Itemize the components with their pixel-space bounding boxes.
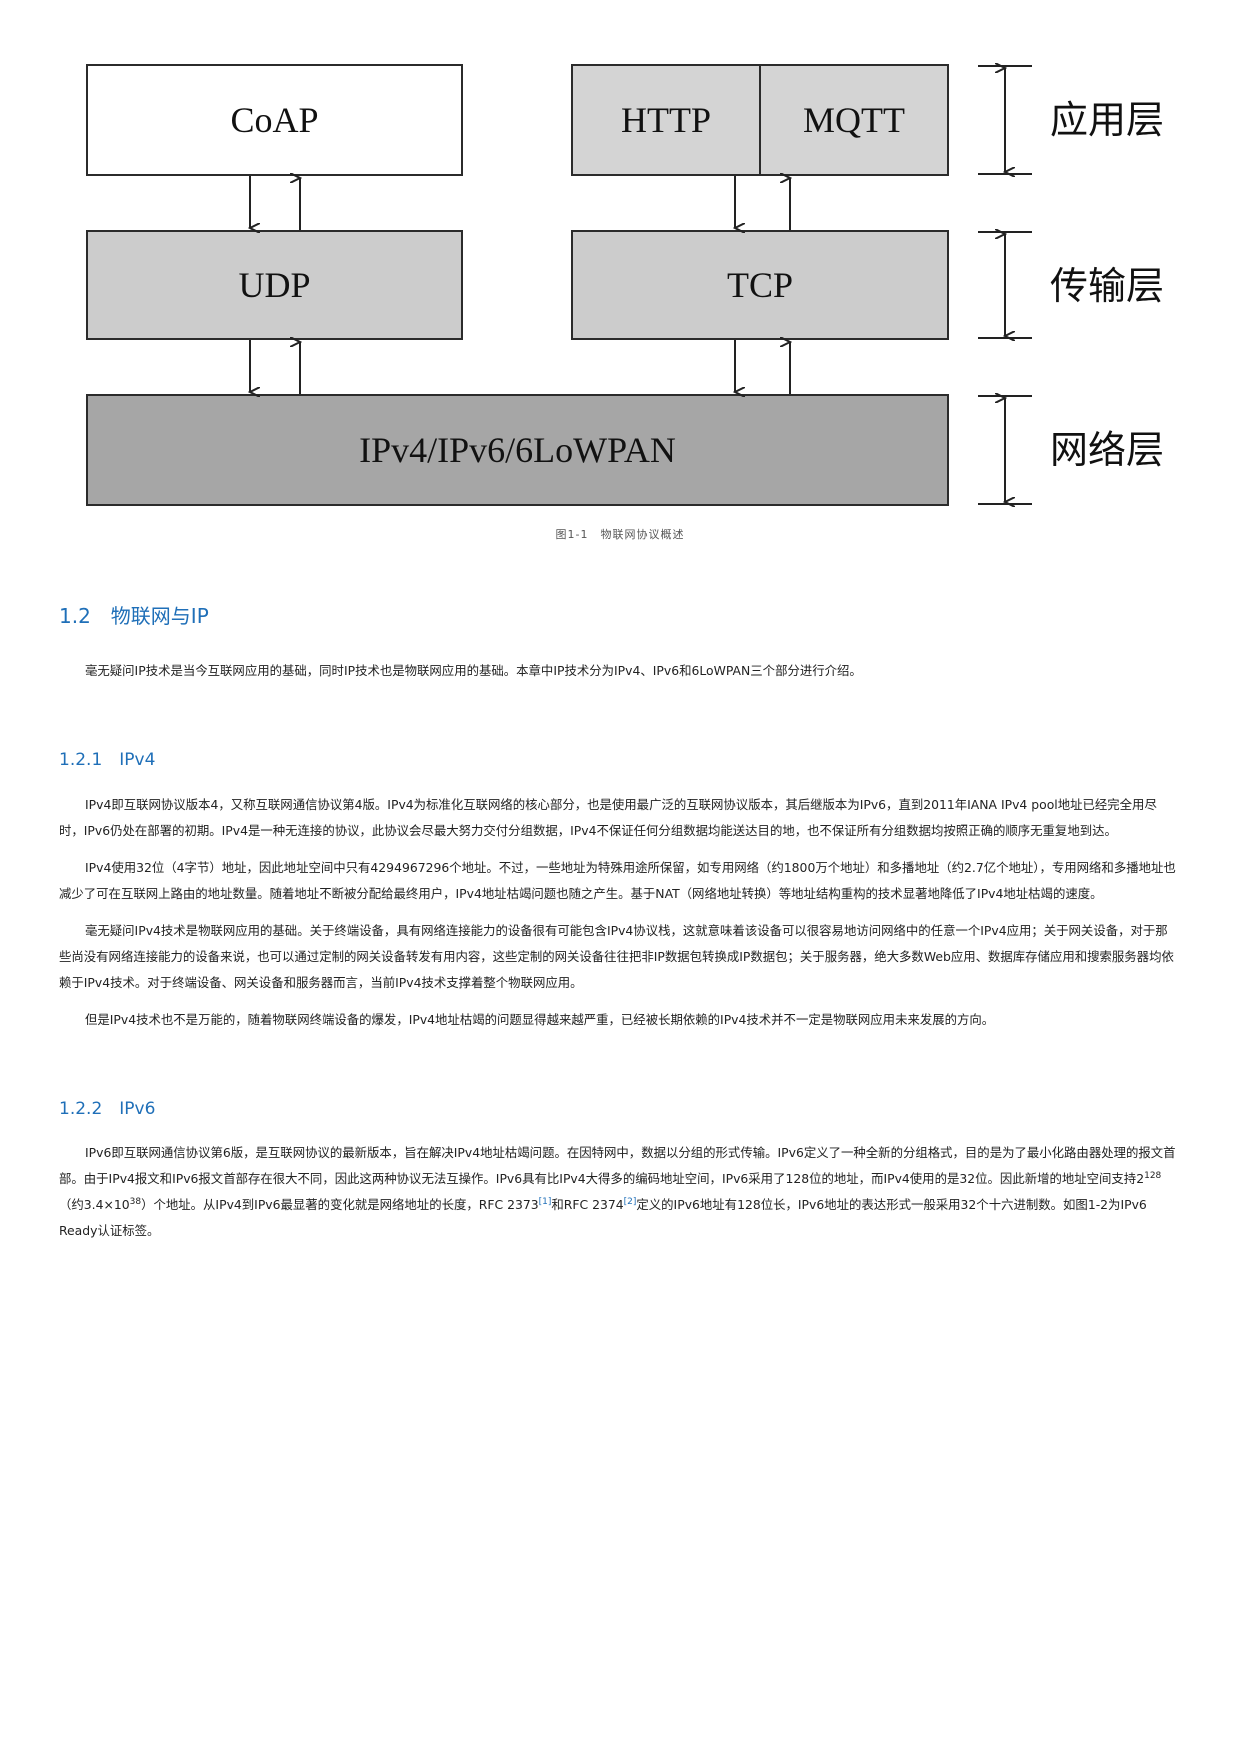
figure-caption: 图1-1 物联网协议概述 bbox=[555, 528, 685, 541]
ipv4-title: 1.2.1 IPv4 bbox=[59, 750, 156, 770]
reference-link-2[interactable]: [2] bbox=[623, 1196, 637, 1207]
section-title: 1.2 物联网与IP bbox=[59, 604, 209, 628]
ipv4-paragraph-3: 毫无疑问IPv4技术是物联网应用的基础。关于终端设备，具有网络连接能力的设备很有… bbox=[59, 923, 1174, 990]
ipv6-title: 1.2.2 IPv6 bbox=[59, 1099, 156, 1119]
coap-box: CoAP bbox=[86, 64, 463, 176]
ipv6-text-a: IPv6即互联网通信协议第6版，是互联网协议的最新版本，旨在解决IPv4地址枯竭… bbox=[59, 1145, 1176, 1186]
network-layer-box: IPv4/IPv6/6LoWPAN bbox=[86, 394, 949, 506]
ipv4-paragraph-2: IPv4使用32位（4字节）地址，因此地址空间中只有4294967296个地址。… bbox=[59, 860, 1176, 901]
ipv4-paragraph-4: 但是IPv4技术也不是万能的，随着物联网终端设备的爆发，IPv4地址枯竭的问题显… bbox=[85, 1012, 995, 1027]
tcp-box: TCP bbox=[571, 230, 949, 340]
ipv6-text-e: 定义的IPv6地址有128位长，IPv6地址的表达形式一般采用32个十六进制数。… bbox=[59, 1197, 1147, 1238]
reference-link-1[interactable]: [1] bbox=[538, 1196, 552, 1207]
mqtt-box: MQTT bbox=[759, 64, 949, 176]
protocol-figure: CoAP HTTP MQTT UDP TCP IPv4/IPv6/6LoWPAN bbox=[0, 0, 1240, 560]
layer-arrows bbox=[0, 0, 1032, 560]
ipv6-text-b: （约3.4×10 bbox=[59, 1197, 130, 1212]
udp-box: UDP bbox=[86, 230, 463, 340]
ipv6-text-d: 和RFC 2374 bbox=[551, 1197, 624, 1212]
ipv6-paragraph-1: IPv6即互联网通信协议第6版，是互联网协议的最新版本，旨在解决IPv4地址枯竭… bbox=[59, 1140, 1179, 1244]
network-layer-label: 网络层 bbox=[1050, 428, 1165, 472]
ipv4-paragraph-1: IPv4即互联网协议版本4，又称互联网通信协议第4版。IPv4为标准化互联网络的… bbox=[59, 797, 1157, 838]
exponent-128: 128 bbox=[1144, 1170, 1162, 1181]
exponent-38: 38 bbox=[129, 1196, 142, 1207]
http-box: HTTP bbox=[571, 64, 761, 176]
ipv6-text-c: ）个地址。从IPv4到IPv6最显著的变化就是网络地址的长度，RFC 2373 bbox=[141, 1197, 539, 1212]
transport-layer-label: 传输层 bbox=[1050, 264, 1165, 308]
application-layer-label: 应用层 bbox=[1050, 98, 1165, 142]
section-intro: 毫无疑问IP技术是当今互联网应用的基础，同时IP技术也是物联网应用的基础。本章中… bbox=[85, 663, 862, 678]
